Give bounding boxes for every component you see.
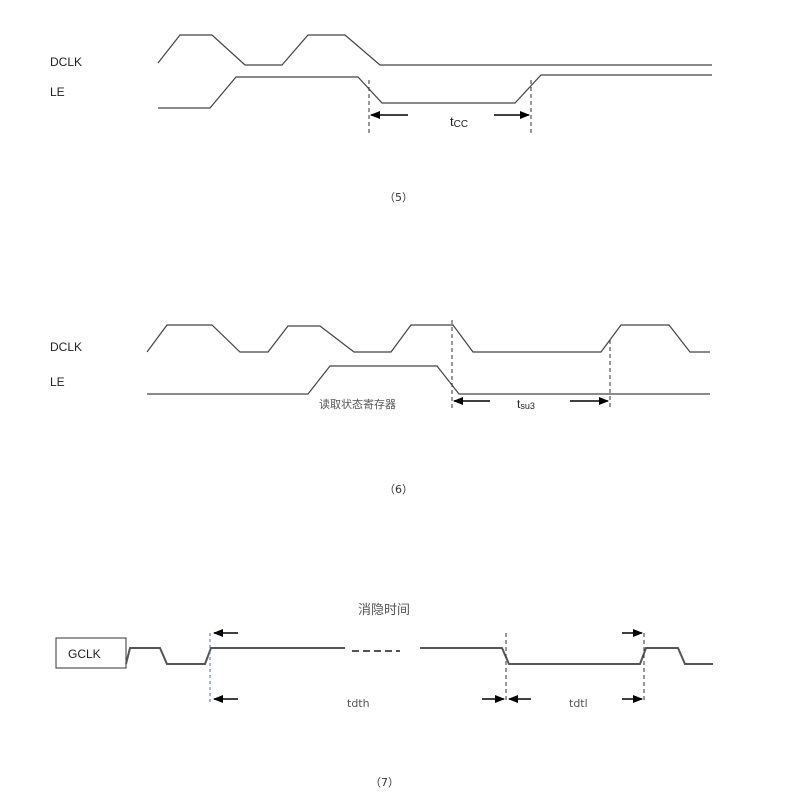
dclk-label: DCLK [50,55,82,69]
le-waveform [147,365,710,395]
diagram-6: DCLK LE 读取状态寄存器 tsu3 （6） [50,320,710,496]
caption-5: （5） [384,191,413,204]
tdth-label: tdth [347,697,370,710]
tdtl-label: tdtl [569,697,588,710]
gclk-label-box [55,637,127,669]
diagram-7: 消隐时间 GCLK tdth tdtl （7） [55,603,713,789]
tsu3-label: tsu3 [517,397,535,411]
le-label: LE [50,85,65,99]
caption-6: （6） [384,483,413,496]
tcc-label: tCC [450,114,468,130]
le-label: LE [50,375,65,389]
le-annotation: 读取状态寄存器 [319,397,396,411]
dclk-label: DCLK [50,340,82,354]
diagram-5: DCLK LE tCC （5） [50,34,712,204]
dclk-waveform [146,324,710,353]
blanking-time-title: 消隐时间 [358,603,410,618]
gclk-label: GCLK [68,647,101,661]
dclk-waveform [157,34,712,66]
le-waveform [158,74,712,109]
gclk-waveform-right [420,647,713,665]
gclk-waveform-left [125,647,345,665]
caption-7: （7） [370,776,399,789]
